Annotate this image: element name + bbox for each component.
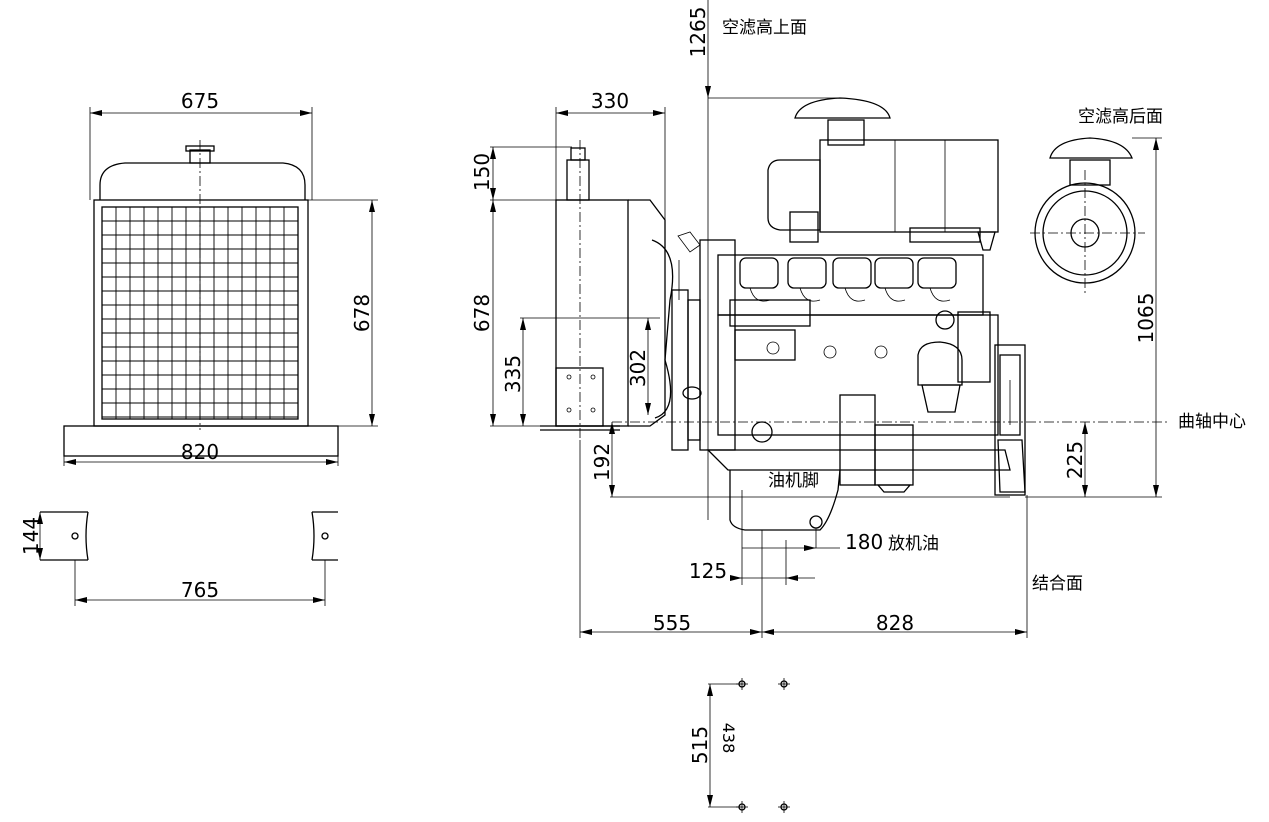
dim-airfilter-height: 1265 [686,7,710,58]
mount-hole [736,678,748,690]
mount-hole [778,801,790,813]
label-oil-foot: 油机脚 [768,471,819,491]
radiator-foot-detail: 144 765 [19,511,338,606]
dim-radiator-lower: 335 [501,355,525,393]
label-crank-center: 曲轴中心 [1178,412,1246,432]
dim-fan-center: 302 [626,349,650,387]
dim-radiator-side-height: 678 [470,294,494,332]
dim-radiator-cap-height: 150 [470,153,494,191]
dim-airfilter-top: 1265 空滤高上面 [686,0,840,520]
mount-hole [736,801,748,813]
label-drain-oil: 放机油 [888,534,939,554]
dim-drain-offset: 180 [845,530,883,554]
dim-drain: 180 放机油 125 [689,490,939,585]
dim-front-length: 555 [653,611,691,635]
cylinder-head-covers [739,257,957,302]
dim-fan-depth: 330 [591,89,629,113]
dim-mount-width-outer: 515 [688,726,712,764]
dim-foot-height: 144 [19,517,43,555]
dim-overall-height: 1065 [1134,293,1158,344]
mounting-hole-pattern: 515 438 [688,678,790,813]
dim-radiator-height: 678 [350,294,374,332]
engine-side-view: 330 150 678 335 302 [470,89,1026,531]
dim-crank-to-base: 225 [1063,441,1087,479]
dim-mount-width-inner: 438 [719,723,738,754]
dim-length: 555 828 结合面 [579,440,1083,638]
label-airfilter-top: 空滤高上面 [722,18,807,38]
radiator-front-view: 675 820 678 [63,89,378,466]
label-airfilter-rear: 空滤高后面 [1078,107,1163,127]
svg-text:192: 192 [590,443,614,481]
airfilter-rear-view: 空滤高后面 1065 225 [1025,107,1163,498]
dim-radiator-base-width: 820 [181,440,219,464]
dim-crank-to-foot: 192 油机脚 [590,422,1010,498]
dim-drain-width: 125 [689,559,727,583]
dim-foot-span: 765 [181,578,219,602]
label-mating-face: 结合面 [1032,574,1083,594]
dim-rear-length: 828 [876,611,914,635]
mount-hole [778,678,790,690]
dim-radiator-width-top: 675 [181,89,219,113]
air-filter-assembly [767,97,999,251]
